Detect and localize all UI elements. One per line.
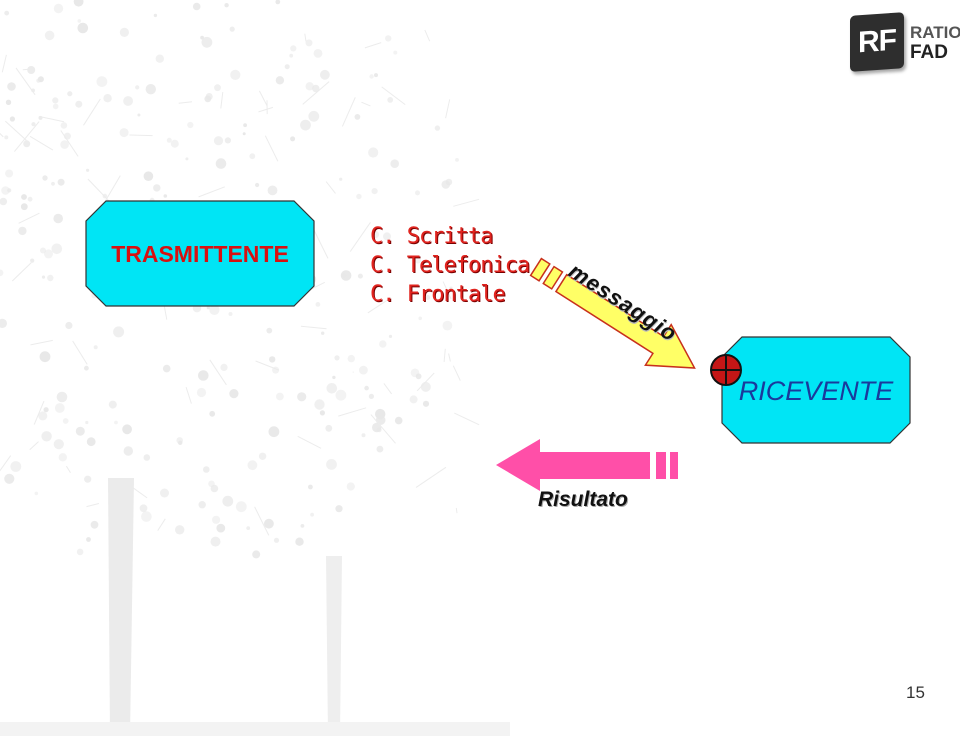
logo-top-text: RATIO [910,23,960,42]
receiver-label: RICEVENTE [738,375,894,406]
channel-item: C. Scritta [370,224,493,249]
channel-list: C. Scritta C. Telefonica C. Frontale [370,222,530,309]
channel-item: C. Frontale [370,282,506,307]
sender-label: TRASMITTENTE [111,240,289,267]
message-arrow [529,257,696,369]
result-label: Risultato [538,488,628,511]
trunk-right [326,556,342,736]
channel-item: C. Telefonica [370,253,530,278]
ratio-fad-logo: RF RATIO FAD [850,12,960,74]
target-icon [710,354,742,386]
trunk-left [108,478,134,736]
result-arrow [496,439,678,491]
logo-badge: RF [850,12,904,72]
page-number: 15 [906,683,925,702]
logo-bottom-text: FAD [910,42,948,63]
sender-box [85,200,315,307]
